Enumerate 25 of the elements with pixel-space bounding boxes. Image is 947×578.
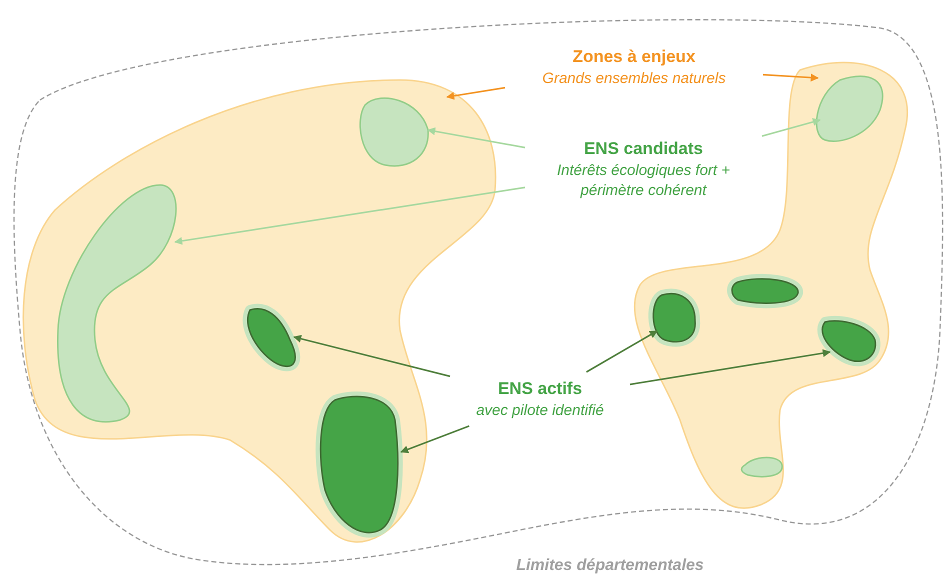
callout-title: ENS candidats <box>584 138 704 160</box>
callout-title: Zones à enjeux <box>572 46 696 68</box>
arrow <box>586 330 658 373</box>
arrow <box>762 118 821 137</box>
active-area <box>817 316 880 366</box>
arrow <box>762 74 819 82</box>
candidate-area <box>359 97 429 167</box>
active-area <box>316 392 403 538</box>
active-area <box>242 304 300 372</box>
callout-description: Grands ensembles naturels <box>542 69 726 89</box>
candidate-area <box>57 184 177 422</box>
arrow <box>630 349 831 386</box>
boundary-label: Limites départementales <box>515 556 705 576</box>
callout-description: avec pilote identifié <box>476 401 604 421</box>
callout-title: ENS actifs <box>498 378 582 400</box>
arrow <box>293 334 450 378</box>
arrow <box>427 127 526 148</box>
arrow <box>446 86 506 100</box>
candidate-area <box>816 76 884 142</box>
arrow <box>400 425 470 454</box>
arrow <box>174 186 526 245</box>
callout-description: Intérêts écologiques fort + périmètre cohérent <box>556 161 732 201</box>
active-area <box>648 288 700 347</box>
candidate-area <box>740 456 783 478</box>
active-area <box>727 274 803 308</box>
